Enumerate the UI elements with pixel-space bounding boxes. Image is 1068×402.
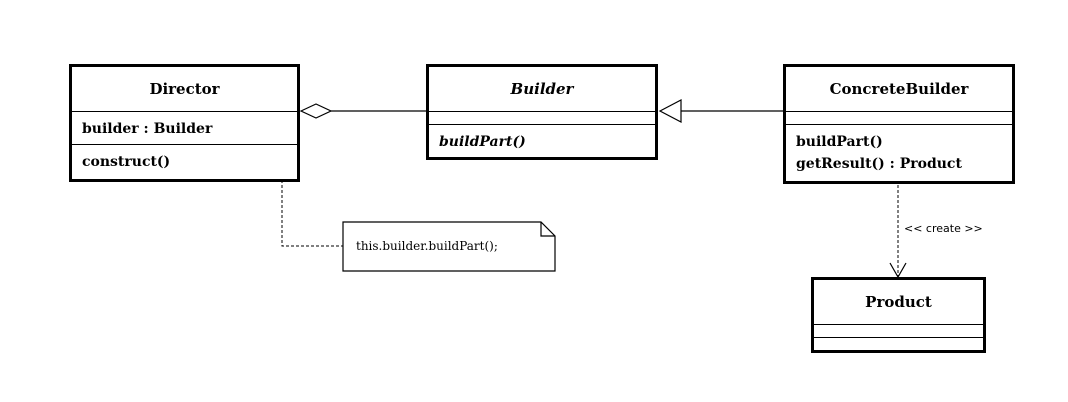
class-director-name: Director [72, 67, 297, 112]
class-builder[interactable]: Builder buildPart() [426, 64, 658, 160]
create-stereotype-label: << create >> [904, 222, 983, 235]
note-shape [342, 221, 556, 272]
class-product-attributes [814, 325, 983, 338]
class-product-name: Product [814, 280, 983, 325]
class-concretebuilder[interactable]: ConcreteBuilder buildPart() getResult() … [783, 64, 1015, 184]
note-connector-dashed [281, 170, 343, 247]
note-text: this.builder.buildPart(); [356, 239, 498, 253]
generalization-arrowhead [658, 99, 682, 123]
operation-getresult: getResult() : Product [796, 156, 962, 172]
class-product-operations [814, 338, 983, 350]
class-director-operations: construct() [72, 145, 297, 179]
class-builder-attributes [429, 112, 655, 125]
class-director[interactable]: Director builder : Builder construct() [69, 64, 300, 182]
class-concretebuilder-attributes [786, 112, 1012, 125]
aggregation-diamond [299, 103, 333, 119]
operation-buildpart: buildPart() [796, 134, 883, 150]
note-fold [540, 222, 555, 237]
operation-buildpart-abstract: buildPart() [439, 134, 526, 150]
class-concretebuilder-operations: buildPart() getResult() : Product [786, 125, 1012, 181]
class-builder-operations: buildPart() [429, 125, 655, 159]
class-product[interactable]: Product [811, 277, 986, 353]
attribute-builder: builder : Builder [82, 121, 213, 137]
class-director-attributes: builder : Builder [72, 112, 297, 145]
operation-construct: construct() [82, 154, 171, 170]
class-builder-name: Builder [429, 67, 655, 112]
class-concretebuilder-name: ConcreteBuilder [786, 67, 1012, 112]
